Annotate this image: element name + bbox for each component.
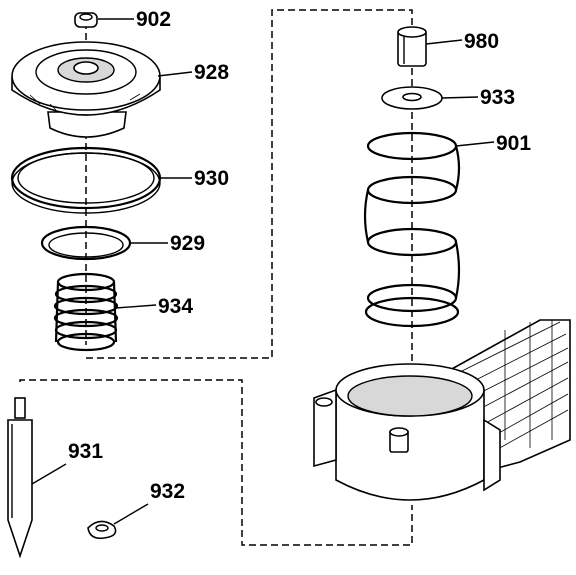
assembly-guide-lines bbox=[19, 9, 413, 546]
part-932-clip bbox=[87, 520, 117, 540]
callout-980: 980 bbox=[464, 30, 499, 53]
callout-930: 930 bbox=[194, 167, 229, 190]
callout-leaders bbox=[31, 18, 495, 525]
part-902-nut bbox=[74, 12, 98, 28]
callout-901: 901 bbox=[496, 132, 531, 155]
part-901-large-spring bbox=[363, 131, 461, 328]
callout-932: 932 bbox=[150, 480, 185, 503]
part-933-washer bbox=[381, 86, 443, 110]
callout-labels: 902 928 930 929 934 980 933 901 931 932 bbox=[68, 8, 531, 503]
part-931-valve-pin bbox=[7, 397, 33, 559]
callout-902: 902 bbox=[136, 8, 171, 31]
callout-934: 934 bbox=[158, 295, 193, 318]
valve-body-housing bbox=[313, 319, 571, 501]
callout-931: 931 bbox=[68, 440, 103, 463]
part-980-sleeve bbox=[397, 26, 427, 67]
callout-929: 929 bbox=[170, 232, 205, 255]
callout-928: 928 bbox=[194, 61, 229, 84]
callout-933: 933 bbox=[480, 86, 515, 109]
part-934-small-spring bbox=[53, 272, 119, 352]
part-928-cap bbox=[11, 41, 161, 138]
